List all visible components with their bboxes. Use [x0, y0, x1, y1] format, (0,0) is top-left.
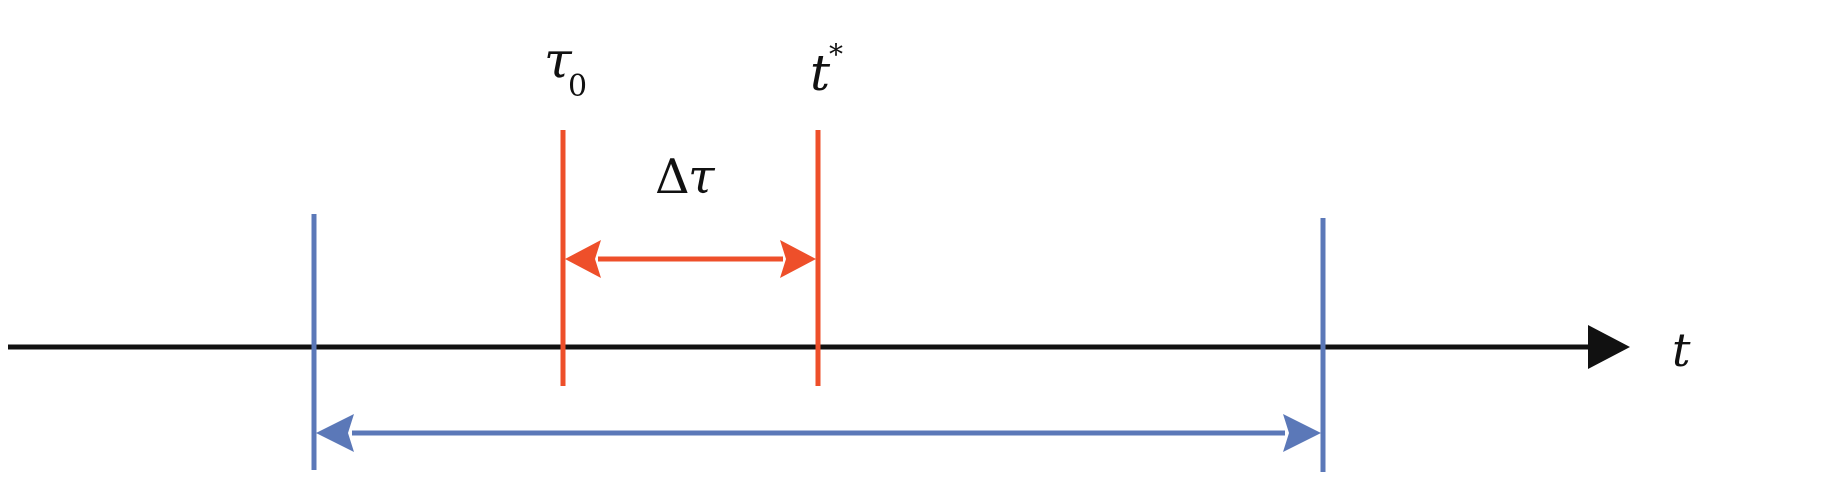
axis-label-t: t [1672, 323, 1691, 377]
interval-arrowhead-right [1283, 414, 1321, 452]
window-arrowhead-right [780, 240, 816, 278]
window-arrowhead-left [565, 240, 601, 278]
label-delta-tau: τ [688, 149, 716, 205]
label-tau-0: τ [544, 31, 573, 89]
label-t-star: t [810, 44, 831, 102]
label-tau-0-subscript: 0 [568, 69, 587, 104]
label-delta-symbol: Δ [655, 149, 690, 205]
time-axis-arrowhead [1588, 325, 1630, 369]
label-t-star-superscript: * [829, 38, 843, 71]
interval-arrowhead-left [316, 414, 354, 452]
